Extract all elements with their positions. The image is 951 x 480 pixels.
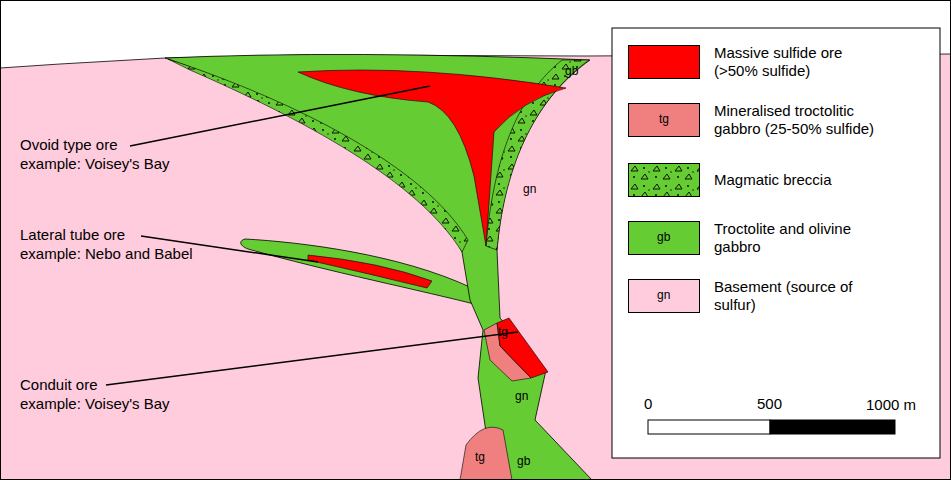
callout-text: Ovoid type ore — [20, 136, 118, 153]
unit-code: gb — [517, 455, 530, 469]
unit-code: gn — [515, 390, 528, 404]
intrusion — [165, 54, 592, 480]
legend-text: Mineralised troctolitic gabbro (25-50% s… — [714, 102, 904, 138]
legend-swatch — [628, 45, 700, 79]
legend-text: Massive sulfide ore (>50% sulfide) — [714, 44, 874, 80]
callout-text: Lateral tube ore — [20, 226, 125, 243]
scale-bar — [648, 420, 770, 434]
conduit-ore — [497, 318, 548, 378]
legend-panel — [612, 28, 940, 458]
lateral-tube — [241, 239, 482, 306]
unit-code: tg — [498, 326, 508, 340]
unit-code: gb — [565, 65, 578, 79]
leader-line — [106, 332, 518, 385]
unit-code: gn — [523, 183, 536, 197]
lateral-ore — [308, 255, 432, 288]
unit-code: gn — [657, 289, 670, 303]
callout-text: Conduit ore — [20, 376, 98, 393]
callout-text: example: Nebo and Babel — [20, 245, 193, 262]
ovoid-ore — [298, 70, 566, 246]
scale-bar — [770, 420, 895, 434]
mineralised-gabbro — [460, 427, 512, 480]
leader-line — [130, 86, 430, 146]
legend-text: Magmatic breccia — [714, 171, 884, 189]
breccia-sample — [629, 164, 700, 197]
callout-text: example: Voisey's Bay — [20, 155, 170, 172]
scale-number: 1000 m — [866, 396, 916, 413]
unit-code: gb — [657, 231, 670, 245]
scale-number: 500 — [757, 395, 782, 412]
legend-text: Troctolite and olivine gabbro — [714, 220, 884, 256]
unit-code: tg — [475, 451, 485, 465]
callout-text: example: Voisey's Bay — [20, 395, 170, 412]
legend-text: Basement (source of sulfur) — [714, 278, 854, 314]
legend-swatch — [628, 163, 700, 197]
scale-number: 0 — [644, 395, 652, 412]
unit-code: tg — [659, 113, 669, 127]
